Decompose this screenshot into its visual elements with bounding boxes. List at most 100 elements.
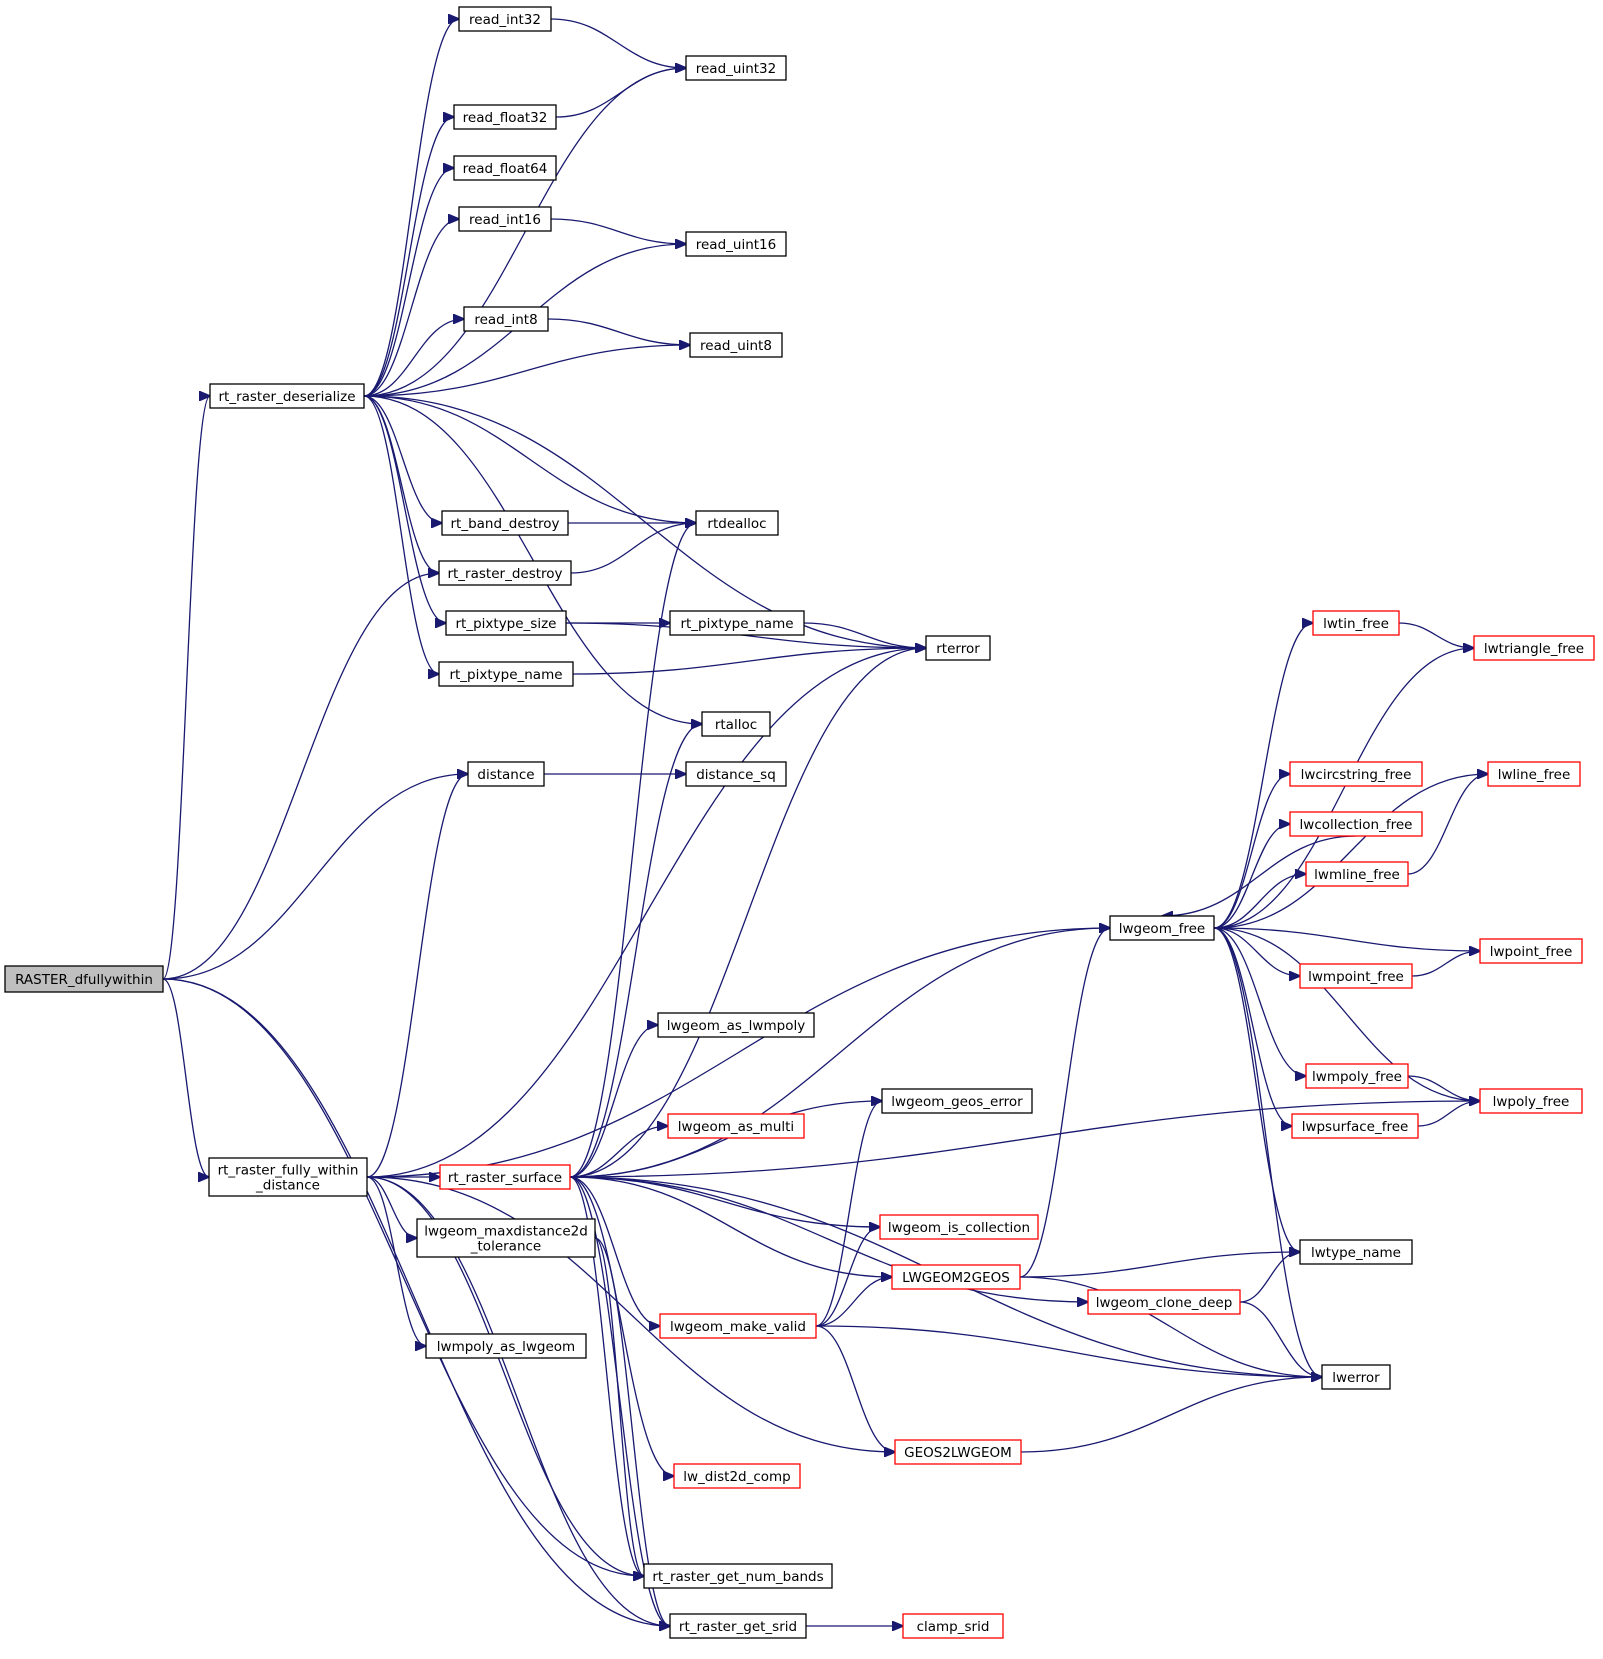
node-read-float64[interactable]: read_float64 [453, 155, 557, 181]
node-distance-sq[interactable]: distance_sq [685, 761, 787, 787]
call-edge-LWGEOM2GEOS-to-lwerror [1019, 1276, 1322, 1377]
call-arrow [1213, 927, 1300, 976]
node-lwcollection-free[interactable]: lwcollection_free [1289, 811, 1423, 837]
node-box [685, 761, 787, 787]
call-arrow [569, 1176, 1088, 1302]
node-read-int8[interactable]: read_int8 [463, 306, 549, 332]
node-label: read_uint32 [696, 61, 777, 77]
node-read-uint8[interactable]: read_uint8 [689, 332, 783, 358]
node-label: rtdealloc [707, 516, 766, 532]
node-lwgeom-free[interactable]: lwgeom_free [1109, 915, 1215, 941]
node-lwcircstring-free[interactable]: lwcircstring_free [1289, 761, 1423, 787]
node-lwgeom-maxdistance2d-tolerance[interactable]: lwgeom_maxdistance2d_tolerance [416, 1218, 596, 1258]
node-lwmpoly-free[interactable]: lwmpoly_free [1305, 1063, 1409, 1089]
call-arrow [803, 622, 926, 648]
node-rtdealloc[interactable]: rtdealloc [695, 510, 779, 536]
node-label: lwtriangle_free [1484, 641, 1584, 657]
node-distance[interactable]: distance [467, 761, 545, 787]
node-lwpsurface-free[interactable]: lwpsurface_free [1291, 1113, 1419, 1139]
node-rt-raster-fully-within-distance[interactable]: rt_raster_fully_within_distance [208, 1157, 368, 1197]
node-box [1289, 761, 1423, 787]
node-lwgeom-make-valid[interactable]: lwgeom_make_valid [659, 1313, 817, 1339]
node-label: rt_band_destroy [450, 516, 559, 532]
call-edge-rt_raster_deserialize-to-rtalloc [363, 395, 702, 724]
call-arrow [569, 648, 926, 1178]
node-rt-pixtype-size[interactable]: rt_pixtype_size [445, 610, 567, 636]
call-edge-rt_raster_deserialize-to-read_float64 [363, 168, 454, 397]
call-arrow [569, 928, 1110, 1178]
node-rt-band-destroy[interactable]: rt_band_destroy [441, 510, 569, 536]
call-edge-read_float32-to-read_uint32 [555, 68, 686, 118]
call-edge-rt_pixtype_name_left-to-rterror [572, 648, 926, 675]
node-read-int16[interactable]: read_int16 [458, 206, 552, 232]
call-edge-lwgeom_free-to-lwtype_name [1213, 927, 1300, 1252]
node-box [1479, 1088, 1583, 1114]
node-rt-raster-destroy[interactable]: rt_raster_destroy [438, 560, 572, 586]
node-read-uint16[interactable]: read_uint16 [685, 231, 787, 257]
node-lwerror[interactable]: lwerror [1321, 1364, 1391, 1390]
call-arrow [162, 774, 468, 980]
node-rt-raster-deserialize[interactable]: rt_raster_deserialize [209, 383, 365, 409]
node-read-float32[interactable]: read_float32 [453, 104, 557, 130]
call-edge-raster_dfullywithin-to-distance [162, 774, 468, 980]
node-rt-pixtype-name-left[interactable]: rt_pixtype_name [438, 661, 574, 687]
call-arrow [1162, 835, 1357, 916]
call-edge-lwgeom_free-to-lwmpoly_free [1213, 927, 1306, 1076]
node-lwpoly-free[interactable]: lwpoly_free [1479, 1088, 1583, 1114]
node-lwgeom2geos[interactable]: LWGEOM2GEOS [891, 1264, 1021, 1290]
node-lwline-free[interactable]: lwline_free [1487, 761, 1581, 787]
node-label: lwmline_free [1314, 867, 1400, 883]
node-box [1291, 1113, 1419, 1139]
node-rt-raster-surface[interactable]: rt_raster_surface [439, 1164, 571, 1190]
call-arrow [815, 1325, 895, 1452]
call-arrow [1213, 824, 1290, 929]
edge-layer [162, 18, 1488, 1626]
node-lwgeom-as-multi[interactable]: lwgeom_as_multi [667, 1113, 805, 1139]
call-edge-rt_raster_surface-to-lwgeom_geos_error [569, 1101, 882, 1178]
node-read-uint32[interactable]: read_uint32 [685, 55, 787, 81]
node-box [458, 206, 552, 232]
node-box [902, 1613, 1004, 1639]
call-arrow [1019, 1252, 1300, 1278]
call-arrow [569, 523, 696, 1178]
node-rt-raster-get-srid[interactable]: rt_raster_get_srid [669, 1613, 807, 1639]
node-label: lwmpoly_as_lwgeom [437, 1339, 575, 1355]
node-label: lwgeom_clone_deep [1096, 1295, 1233, 1311]
call-arrow [366, 1176, 895, 1452]
call-arrow [550, 18, 686, 68]
call-edge-lwgeom_free-to-lwtin_free [1213, 623, 1313, 929]
node-lwmline-free[interactable]: lwmline_free [1305, 861, 1409, 887]
node-lwgeom-geos-error[interactable]: lwgeom_geos_error [881, 1088, 1033, 1114]
node-clamp-srid[interactable]: clamp_srid [902, 1613, 1004, 1639]
node-lwtin-free[interactable]: lwtin_free [1312, 610, 1400, 636]
call-edge-lwgeom_clone_deep-to-lwerror [1239, 1301, 1322, 1377]
call-edge-rt_raster_deserialize-to-rt_band_destroy [363, 395, 442, 523]
call-edge-lwtin_free-to-lwtriangle_free [1398, 622, 1474, 648]
node-lwgeom-as-lwmpoly[interactable]: lwgeom_as_lwmpoly [657, 1012, 815, 1038]
node-lwgeom-clone-deep[interactable]: lwgeom_clone_deep [1087, 1289, 1241, 1315]
node-geos2lwgeom[interactable]: GEOS2LWGEOM [894, 1439, 1022, 1465]
call-arrow [1019, 928, 1110, 1278]
node-lw-dist2d-comp[interactable]: lw_dist2d_comp [673, 1463, 801, 1489]
node-label: lwgeom_geos_error [891, 1094, 1023, 1110]
node-rterror[interactable]: rterror [925, 635, 991, 661]
node-lwtriangle-free[interactable]: lwtriangle_free [1473, 635, 1595, 661]
node-lwtype-name[interactable]: lwtype_name [1299, 1239, 1413, 1265]
node-rt-pixtype-name-mid[interactable]: rt_pixtype_name [669, 610, 805, 636]
node-rt-raster-get-num-bands[interactable]: rt_raster_get_num_bands [643, 1563, 833, 1589]
call-arrow [363, 395, 439, 573]
node-lwpoint-free[interactable]: lwpoint_free [1479, 938, 1583, 964]
node-box [463, 306, 549, 332]
call-edge-rt_raster_deserialize-to-rterror [363, 395, 926, 648]
call-arrow [1213, 874, 1306, 929]
node-raster-dfullywithin: RASTER_dfullywithin [4, 965, 164, 993]
node-lwmpoly-as-lwgeom[interactable]: lwmpoly_as_lwgeom [425, 1333, 587, 1359]
node-read-int32[interactable]: read_int32 [458, 6, 552, 32]
node-lwgeom-is-collection[interactable]: lwgeom_is_collection [879, 1214, 1039, 1240]
node-box [209, 383, 365, 409]
node-box [425, 1333, 587, 1359]
node-lwmpoint-free[interactable]: lwmpoint_free [1299, 963, 1413, 989]
call-arrow [1213, 648, 1474, 929]
node-rtalloc[interactable]: rtalloc [701, 711, 771, 737]
call-arrow [363, 395, 439, 674]
